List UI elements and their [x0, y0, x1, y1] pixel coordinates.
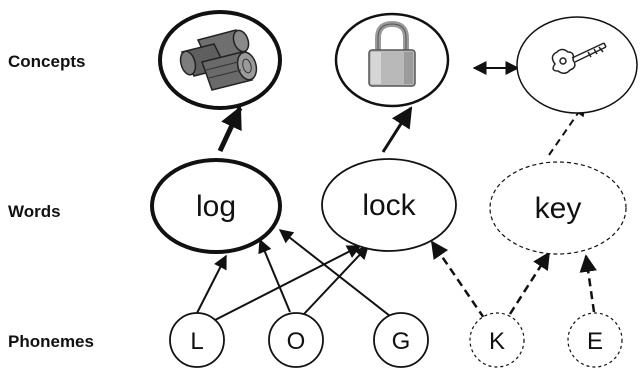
edge-K-to-lock	[430, 240, 486, 319]
phoneme-label-L: L	[190, 328, 203, 355]
phoneme-node-E: E	[567, 312, 623, 368]
concept-node-logs	[158, 10, 282, 110]
edge-log-to-logs-concept	[217, 105, 243, 153]
word-label-log: log	[196, 190, 236, 223]
edge-lock-to-lock-concept	[381, 106, 413, 153]
edge-E-to-key	[579, 254, 597, 313]
phoneme-label-O: O	[287, 328, 306, 355]
word-node-key: key	[489, 161, 627, 255]
concept-node-key	[516, 16, 638, 114]
edge-O-to-log	[258, 238, 291, 313]
row-label-words: Words	[8, 202, 61, 221]
concept-node-lock	[334, 12, 450, 108]
row-label-phonemes: Phonemes	[8, 332, 94, 351]
key-icon	[551, 42, 607, 74]
edge-G-to-log	[278, 229, 391, 317]
phoneme-node-G: G	[373, 312, 429, 368]
edge-L-to-log	[196, 254, 227, 314]
word-label-key: key	[535, 192, 582, 225]
edge-K-to-key	[508, 251, 551, 315]
row-label-concepts: Concepts	[8, 52, 85, 71]
word-node-lock: lock	[321, 158, 457, 252]
word-node-log: log	[150, 158, 282, 254]
phoneme-label-E: E	[587, 328, 603, 355]
edge-O-to-lock	[303, 244, 369, 315]
word-label-lock: lock	[362, 189, 416, 222]
phoneme-node-K: K	[469, 312, 525, 368]
phoneme-node-O: O	[268, 312, 324, 368]
phoneme-label-K: K	[489, 328, 505, 355]
padlock-icon	[368, 20, 416, 87]
phoneme-node-L: L	[169, 312, 225, 368]
edge-L-to-lock	[214, 245, 362, 321]
phoneme-label-G: G	[392, 328, 411, 355]
logs-icon	[179, 29, 258, 91]
